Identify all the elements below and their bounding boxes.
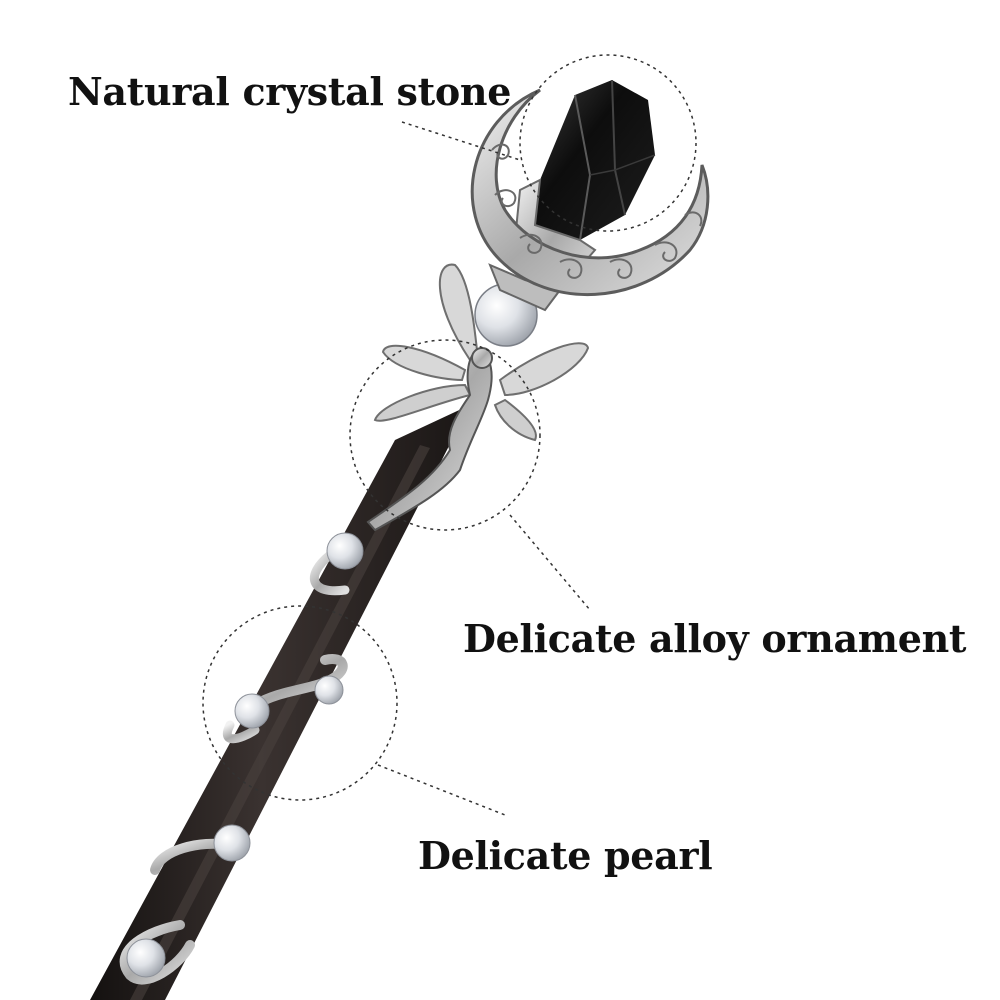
callout-circles (202, 54, 697, 801)
wood-highlight (130, 445, 430, 1000)
callout-label-pearl: Delicate pearl (418, 833, 713, 878)
pearl-bead (234, 693, 270, 729)
fairy-ornament (366, 263, 590, 532)
leader-line-alloy (509, 514, 591, 611)
pearl-bead (126, 938, 166, 978)
pearl-bead (314, 675, 344, 705)
leader-line-pearl (377, 764, 506, 816)
callout-label-crystal-stone: Natural crystal stone (68, 69, 512, 114)
pearl-bead (326, 532, 364, 570)
leader-lines (377, 121, 591, 816)
callout-circle-alloy (349, 339, 541, 531)
crescent-moon-ornament (470, 88, 710, 296)
callout-circle-crystal (519, 54, 697, 232)
callout-circle-pearl (202, 605, 398, 801)
pearl-bead (213, 824, 251, 862)
callout-label-alloy-ornament: Delicate alloy ornament (463, 616, 967, 661)
